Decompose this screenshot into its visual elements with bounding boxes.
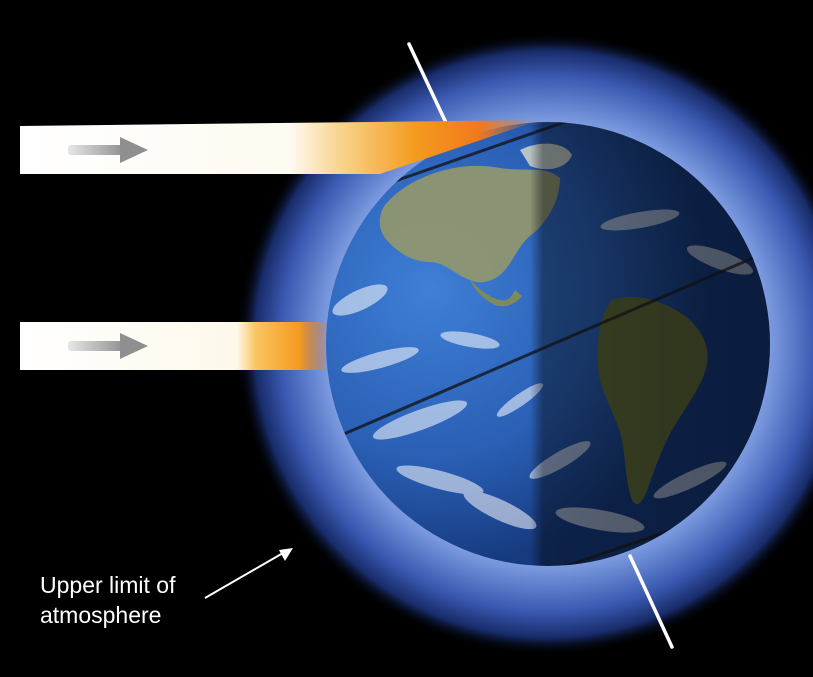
earth-axis-line-bottom [628,554,674,649]
atmosphere-label: Upper limit of atmosphere [40,570,175,630]
equator-line [329,253,761,442]
continent-north-america [379,165,560,283]
arrow-right-icon [68,333,148,359]
atmosphere-label-line2: atmosphere [40,602,162,628]
upper-latitude-line [374,122,701,190]
earth-axis-line-top [407,42,450,129]
annotation-pointer-arrow [204,548,293,599]
sun-ray-beam-lower [20,322,325,370]
atmosphere-label-line1: Upper limit of [40,572,176,598]
arrow-right-icon [68,137,148,163]
sun-ray-beam-upper [20,120,540,174]
earth-globe-icon [326,122,770,566]
